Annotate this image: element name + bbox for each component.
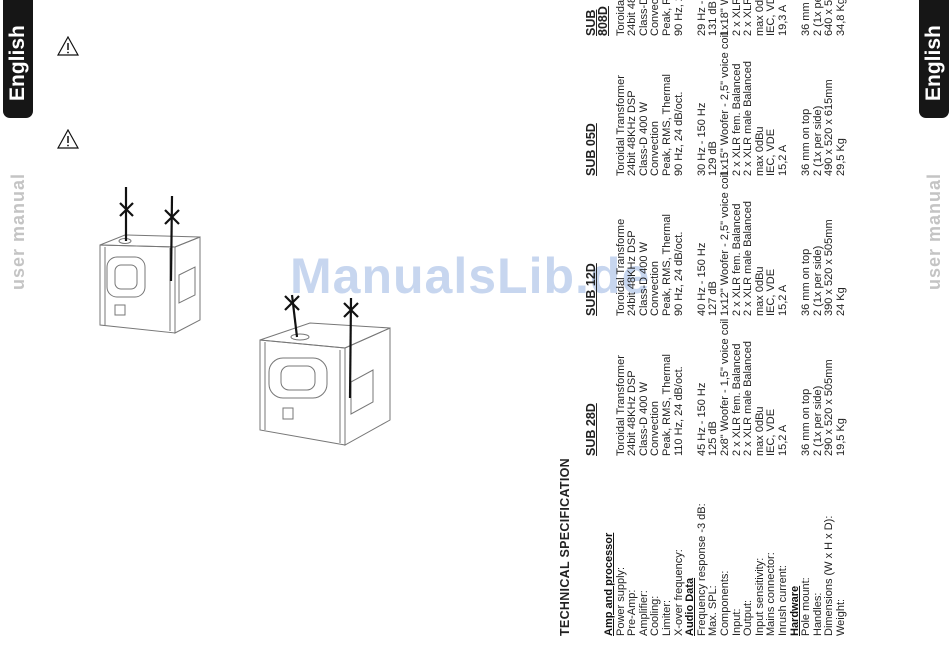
right-side-tab: English user manual bbox=[916, 0, 950, 655]
watermark: ManualsLib.de bbox=[290, 248, 651, 304]
spec-value: 2 x XLR male Balanced bbox=[742, 0, 755, 36]
spec-value: Peak, RMS, Thermal bbox=[661, 0, 674, 36]
language-tab-label: English bbox=[6, 25, 29, 101]
spec-value bbox=[685, 316, 697, 456]
spec-value: 110 Hz, 24 dB/oct. bbox=[672, 366, 685, 456]
spec-value bbox=[604, 36, 616, 176]
spec-value: 2 x XLR male Balanced bbox=[742, 201, 755, 316]
spec-value bbox=[685, 36, 697, 176]
spec-label: Limiter: bbox=[660, 599, 673, 636]
spec-value: 15,2 A bbox=[776, 144, 789, 176]
spec-value: 1x18" Woofer - 2,5" voice coil bbox=[719, 0, 732, 36]
spec-value: 34,8 Kg bbox=[834, 0, 847, 36]
spec-label: Weight: bbox=[834, 598, 847, 636]
spec-value bbox=[604, 0, 616, 36]
spec-value: 2 x XLR male Balanced bbox=[742, 341, 755, 456]
spec-value bbox=[604, 316, 616, 456]
subwoofer-illustration-small bbox=[95, 185, 210, 340]
spec-value: 36 mm on top bbox=[800, 248, 813, 316]
subwoofer-illustration-large bbox=[255, 290, 395, 455]
technical-specification: TECHNICAL SPECIFICATION SUB 28D SUB 12D … bbox=[558, 0, 950, 636]
spec-value: 19,3 A bbox=[776, 4, 789, 36]
spec-value: 24 Kg bbox=[834, 287, 847, 316]
spec-value: Peak, RMS, Thermal bbox=[660, 354, 673, 456]
spec-value bbox=[604, 176, 616, 316]
spec-value: 1x15" Woofer - 2,5" voice coil bbox=[718, 32, 731, 176]
warning-triangle-icon bbox=[57, 129, 79, 149]
spec-value: 15,2 A bbox=[776, 284, 789, 316]
spec-value bbox=[685, 0, 697, 36]
spec-section-heading: Amp and processor bbox=[603, 532, 615, 636]
spec-value: 90 Hz, 24 dB/oct. bbox=[673, 0, 686, 36]
spec-value: 29,5 Kg bbox=[834, 138, 847, 176]
spec-label: Inrush current: bbox=[776, 565, 789, 636]
spec-value: 15,2 A bbox=[776, 424, 789, 456]
spec-section-heading: Audio Data bbox=[684, 577, 697, 636]
model-header-sub05d: SUB 05D bbox=[584, 123, 598, 176]
language-tab bbox=[3, 0, 33, 118]
warning-triangle-icon bbox=[57, 36, 79, 56]
spec-value: 36 mm on top bbox=[800, 0, 813, 36]
spec-value: Peak, RMS, Thermal bbox=[660, 214, 673, 316]
spec-value: 90 Hz, 24 dB/oct. bbox=[672, 231, 685, 316]
spec-value: 2 x XLR male Balanced bbox=[742, 61, 755, 176]
spec-value bbox=[685, 176, 697, 316]
spec-value: Peak, RMS, Thermal bbox=[660, 74, 673, 176]
spec-value: 19,5 Kg bbox=[834, 418, 847, 456]
model-header-sub28d: SUB 28D bbox=[584, 403, 598, 456]
spec-value: 90 Hz, 24 dB/oct. bbox=[672, 91, 685, 176]
spec-label: Pole mount: bbox=[800, 577, 813, 636]
spec-value: 36 mm on top bbox=[800, 388, 813, 456]
spec-value: 2x8" Woofer - 1,5" voice coil bbox=[718, 318, 731, 456]
spec-title: TECHNICAL SPECIFICATION bbox=[558, 458, 572, 636]
left-side-tab: English user manual bbox=[0, 0, 34, 655]
model-header-sub12d: SUB 12D bbox=[584, 263, 598, 316]
language-tab bbox=[919, 0, 949, 118]
user-manual-label: user manual bbox=[8, 172, 28, 290]
spec-value: 36 mm on top bbox=[800, 108, 813, 176]
spec-label: Components: bbox=[718, 570, 731, 636]
spec-value: 1x12" Woofer - 2,5" voice coil bbox=[718, 172, 731, 316]
spec-label: Output: bbox=[742, 599, 755, 636]
